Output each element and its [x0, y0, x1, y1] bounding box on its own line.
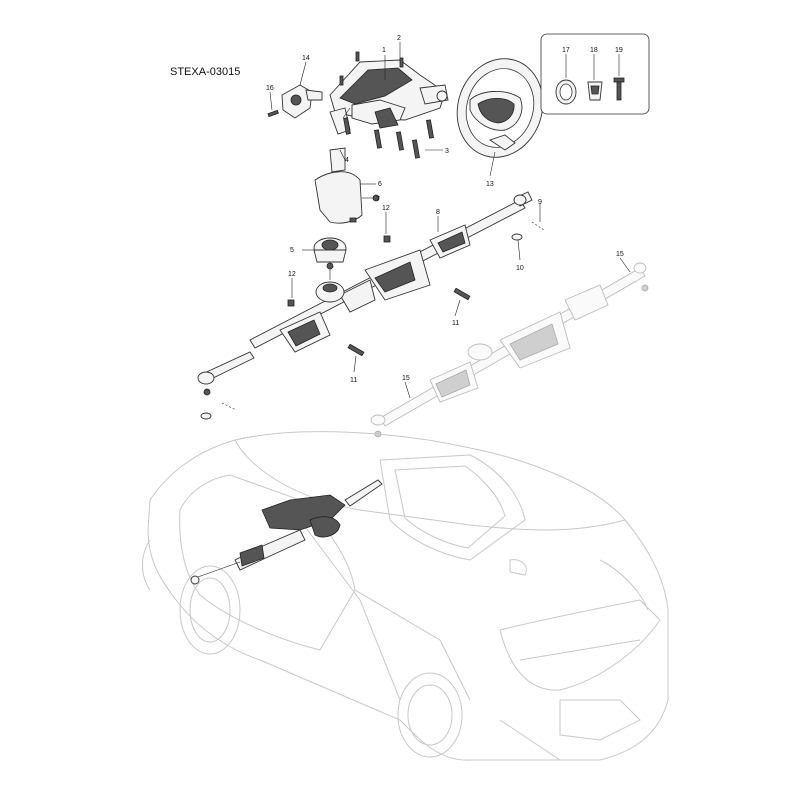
callout-5: 5	[290, 247, 294, 254]
bolt-top	[355, 51, 360, 62]
callout-labels: 1 2 3 4 5 6 7 8 9 10 11 11 12 12 13 14 1…	[266, 35, 624, 384]
steering-column	[329, 59, 449, 135]
callout-12b: 12	[288, 271, 296, 278]
pin-left	[221, 402, 237, 411]
pin-right	[531, 221, 545, 231]
callout-2: 2	[397, 35, 401, 42]
steering-gear-rack	[197, 191, 533, 420]
callout-11a: 11	[452, 320, 459, 327]
callout-9: 9	[538, 199, 542, 206]
callout-15b: 15	[402, 375, 410, 382]
inset-box-small-parts	[540, 33, 650, 115]
steering-lock	[267, 84, 323, 119]
column-bolts	[343, 117, 434, 159]
callout-11b: 11	[350, 377, 357, 384]
vehicle-outline	[142, 431, 669, 761]
bolt-2	[399, 57, 404, 68]
callout-18: 18	[590, 47, 598, 54]
bolt-side	[339, 75, 344, 86]
callout-12a: 12	[382, 205, 390, 212]
rubber-mount	[313, 237, 347, 263]
callout-13: 13	[486, 181, 494, 188]
steering-gear-ghost	[370, 262, 649, 438]
callout-16: 16	[266, 85, 274, 92]
callout-14: 14	[302, 55, 310, 62]
callout-3: 3	[445, 148, 449, 155]
diagram-code: STEXA-03015	[170, 66, 241, 78]
callout-1: 1	[382, 47, 386, 54]
callout-7: 7	[376, 196, 380, 203]
installed-steering-assembly	[190, 479, 383, 585]
callout-19: 19	[615, 47, 623, 54]
callout-8: 8	[436, 209, 440, 216]
leader-lines	[269, 42, 631, 399]
steering-wheel	[456, 58, 544, 158]
callout-4: 4	[345, 157, 349, 164]
mounting-bracket	[314, 147, 380, 224]
callout-17: 17	[562, 47, 570, 54]
callout-6: 6	[378, 181, 382, 188]
callout-10: 10	[516, 265, 524, 272]
callout-15a: 15	[616, 251, 624, 258]
